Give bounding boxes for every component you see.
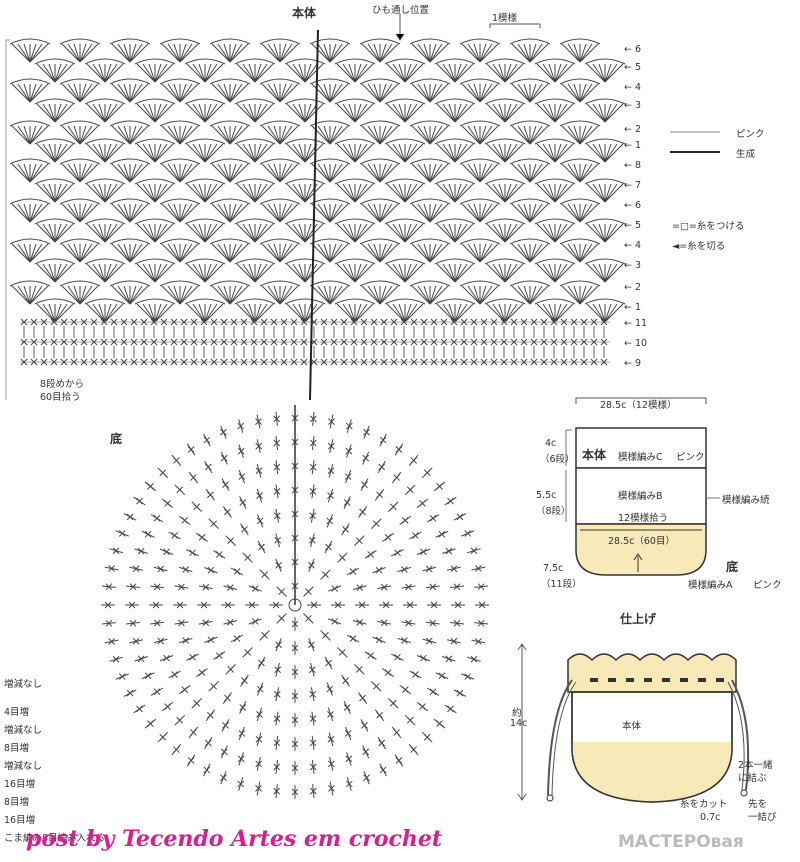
- finish-end-a: 先を: [748, 799, 768, 810]
- row-number: ← 10: [624, 338, 648, 349]
- bag-schematic: [565, 397, 720, 576]
- row-number: ← 5: [624, 220, 642, 231]
- row-number: ← 9: [624, 358, 642, 369]
- row-number: ← 1: [624, 302, 642, 313]
- finish-title: 仕上げ: [620, 612, 657, 626]
- schematic-h2-rows: （8段）: [536, 506, 571, 517]
- repeat-label: 1模様: [492, 13, 518, 24]
- inc-note: こま編み8目編み入れる: [4, 833, 106, 844]
- start-note: 8段めから 60目拾う: [40, 378, 84, 404]
- row-number: ← 11: [624, 318, 648, 329]
- row-number: ← 4: [624, 240, 642, 251]
- increase-notes: 増減なし 4目増 増減なし 8目増 増減なし 16目増 8目増 16目増 こま編…: [4, 676, 105, 848]
- row-number: ← 7: [624, 180, 642, 191]
- inc-note: 16目増: [4, 815, 36, 826]
- schematic-h1: 4c: [545, 438, 557, 449]
- schematic-h3: 7.5c: [543, 563, 564, 574]
- start-note-line2: 60目拾う: [40, 392, 81, 403]
- row-number: ← 5: [624, 62, 642, 73]
- start-note-line1: 8段めから: [40, 379, 85, 390]
- bottom-stitch-chart: [101, 405, 489, 799]
- row-number: ← 1: [624, 140, 642, 151]
- schematic-h1-rows: （6段）: [540, 454, 575, 465]
- body-chart-title: 本体: [292, 6, 317, 20]
- row-number: ← 6: [624, 200, 642, 211]
- legend-natural: 生成: [736, 149, 756, 160]
- schematic-body-label: 本体: [582, 448, 607, 462]
- body-stitch-chart: [5, 14, 626, 400]
- row-number: ← 8: [624, 160, 642, 171]
- inc-note: 8目増: [4, 743, 30, 754]
- legend-pink: ピンク: [736, 129, 765, 140]
- schematic-pattern-a: 模様編みA: [688, 580, 733, 591]
- finish-measure: 0.7c: [700, 812, 721, 823]
- inc-note: 4目増: [4, 707, 30, 718]
- legend-cut: ◄=糸を切る: [672, 241, 726, 252]
- bottom-chart-title: 底: [110, 432, 123, 446]
- finish-cut-note: 糸をカット: [680, 799, 728, 810]
- schematic-bottom-label: 底: [726, 560, 739, 574]
- inc-note: 16目増: [4, 779, 36, 790]
- legend-lines: [670, 131, 720, 153]
- row-number: ← 2: [624, 282, 642, 293]
- schematic-pattern-b: 模様編みB: [618, 491, 663, 502]
- legend-attach: =□=糸をつける: [672, 221, 745, 232]
- finish-tie-b: に結ぶ: [738, 773, 767, 784]
- schematic-pink: ピンク: [676, 452, 705, 463]
- schematic-width-top: 28.5c（12模様）: [600, 400, 677, 411]
- inc-note: 増減なし: [4, 725, 43, 736]
- inc-note: 増減なし: [4, 761, 43, 772]
- inc-note: 8目増: [4, 797, 30, 808]
- finish-height-a: 約: [512, 708, 522, 719]
- finish-tie-a: 2本一緒: [738, 760, 773, 771]
- schematic-pattern-c: 模様編みC: [618, 452, 663, 463]
- schematic-pink2: ピンク: [753, 580, 782, 591]
- finish-end-b: 一結び: [748, 812, 777, 823]
- row-number: ← 6: [624, 44, 642, 55]
- schematic-bottom-width: 28.5c（60目）: [608, 536, 675, 547]
- row-number: ← 2: [624, 124, 642, 135]
- inc-note: 増減なし: [4, 679, 43, 690]
- watermark-logo: МАСТЕРОвая: [618, 832, 744, 852]
- cord-position-label: ひも通し位置: [372, 5, 430, 16]
- finish-height-b: 14c: [510, 718, 528, 729]
- schematic-pick12: 12模様拾う: [618, 513, 669, 524]
- row-number: ← 3: [624, 100, 642, 111]
- schematic-h2: 5.5c: [536, 490, 557, 501]
- finish-body-label: 本体: [622, 721, 642, 732]
- schematic-side-note: 模様編み続: [722, 495, 770, 506]
- watermark-text: post by Tecendo Artes em crochet: [26, 826, 443, 852]
- row-number: ← 3: [624, 260, 642, 271]
- schematic-h3-rows: （11段）: [541, 579, 582, 590]
- row-number: ← 4: [624, 82, 642, 93]
- finished-bag-illustration: [517, 643, 750, 803]
